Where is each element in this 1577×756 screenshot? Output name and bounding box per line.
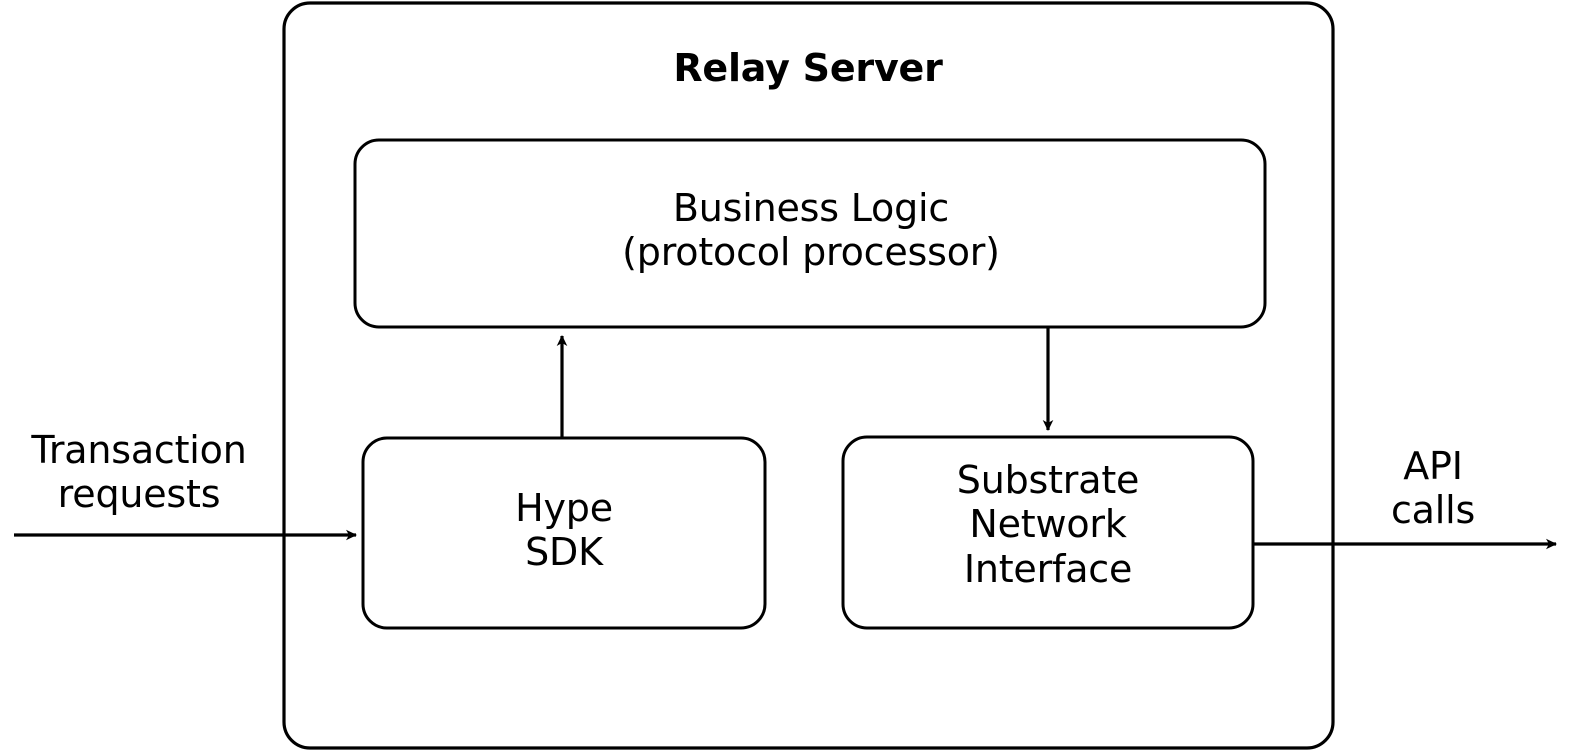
- relay-server-title: Relay Server: [673, 46, 943, 90]
- business-logic-box: [353, 138, 1267, 329]
- hype-sdk-box: [361, 436, 767, 630]
- business-logic-label: Business Logic (protocol processor): [622, 186, 1000, 275]
- transaction-requests-label: Transaction requests: [31, 428, 247, 517]
- substrate-network-interface-label: Substrate Network Interface: [956, 458, 1140, 591]
- hype-sdk-label: Hype SDK: [515, 486, 613, 575]
- substrate-network-interface-box: [841, 435, 1255, 630]
- relay-server-container: [282, 1, 1335, 750]
- api-calls-label: API calls: [1390, 444, 1476, 533]
